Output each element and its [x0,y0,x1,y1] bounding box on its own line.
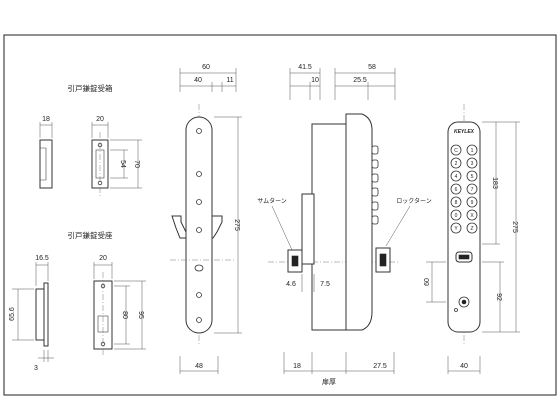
keypad-height-183-label: 183 [491,177,498,189]
front-total-width-label: 60 [202,64,210,71]
keypad-key-label: 5 [471,174,474,180]
front-height-label: 275 [233,219,240,231]
side-total-width-label: 41.5 [298,64,312,71]
lock-turn-callout: ロックターン [396,197,431,205]
hook-latch-right [211,215,223,239]
keypad-key-label: Y [454,226,458,232]
side-view-group: 41.5 10 58 25.5 サムターン [257,64,432,386]
strike-plate-thickness-label: 3 [34,365,38,372]
keypad-key [450,157,462,169]
keypad-key [450,183,462,195]
side-offset2-label: 7.5 [320,281,330,288]
strike-box-height1-label: 54 [119,160,126,168]
front-view-group: 60 40 11 275 48 [170,64,242,374]
keypad-bottom-width-label: 40 [460,363,468,370]
keypad-key-label: 8 [455,200,458,206]
keypad-housing-side [345,113,373,331]
thumb-turn-body [301,193,315,265]
keypad-key-label: 2 [455,161,458,167]
side-offset1-label: 4.6 [286,281,296,288]
keypad-side-buttons [371,145,379,225]
keypad-key-label: 6 [455,187,458,193]
front-right-width-label: 11 [226,77,233,84]
section-inner-width-label: 25.5 [353,77,367,84]
keypad-key [466,209,478,221]
section-bottom-width-label: 27.5 [373,363,387,370]
keypad-key [450,170,462,182]
keypad-height-92-label: 92 [495,293,502,301]
strike-plate-width1-label: 16.5 [35,255,49,262]
keypad-key [466,183,478,195]
strike-plate-height3-label: 95 [137,311,144,319]
keypad-key [466,196,478,208]
keypad-key [450,209,462,221]
keypad-key [450,222,462,234]
keypad-front-group: KEYLEX C 1 2 3 4 5 6 7 8 9 0 X Y Z 183 275 60 92 40 [424,104,520,374]
door-thickness-label: 扉厚 [322,377,336,386]
hook-latch-left [171,215,187,239]
front-left-width-label: 40 [194,77,202,84]
strike-plate-height1-label: 65.6 [9,307,16,321]
keypad-key-label: 0 [455,213,458,219]
side-bottom-width-label: 18 [293,363,301,370]
keypad-key-label: 1 [471,148,474,154]
thumb-turn-callout: サムターン [257,197,287,205]
keypad-key [450,144,462,156]
strike-plate-height2-label: 80 [121,311,128,319]
front-bottom-width-label: 48 [195,363,203,370]
hook-lock-faceplate [185,116,213,334]
strike-box-width2-label: 20 [96,116,104,123]
keypad-keys: C 1 2 3 4 5 6 7 8 9 0 X Y Z [450,144,478,234]
brand-logo: KEYLEX [454,129,475,135]
drawing-frame [3,34,557,396]
keypad-key [450,196,462,208]
keypad-height-275-label: 275 [511,221,518,233]
strike-box-title: 引戸鎌錠受箱 [68,83,113,93]
keypad-key-label: X [470,213,474,219]
side-inner-width-label: 10 [311,77,319,84]
keypad-key [466,222,478,234]
keypad-key [466,144,478,156]
strike-plate-group: 引戸鎌錠受座 16.5 65.6 3 20 80 95 [9,230,146,372]
strike-plate-title: 引戸鎌錠受座 [68,230,113,240]
keypad-key-label: 3 [471,161,474,167]
keypad-key-label: 9 [471,200,474,206]
keypad-height-60-label: 60 [424,278,431,286]
keypad-key [466,170,478,182]
keypad-key-label: Z [470,226,473,232]
section-total-width-label: 58 [368,64,376,71]
strike-box-width1-label: 18 [42,116,50,123]
keypad-key-label: 4 [455,174,458,180]
keypad-key [466,157,478,169]
door-panel [311,123,347,331]
strike-box-height2-label: 70 [133,160,140,168]
keypad-key-label: 7 [471,187,474,193]
strike-plate-width2-label: 20 [99,255,107,262]
keypad-key-label: C [454,148,458,154]
strike-box-group: 引戸鎌錠受箱 18 20 54 70 [39,83,142,196]
